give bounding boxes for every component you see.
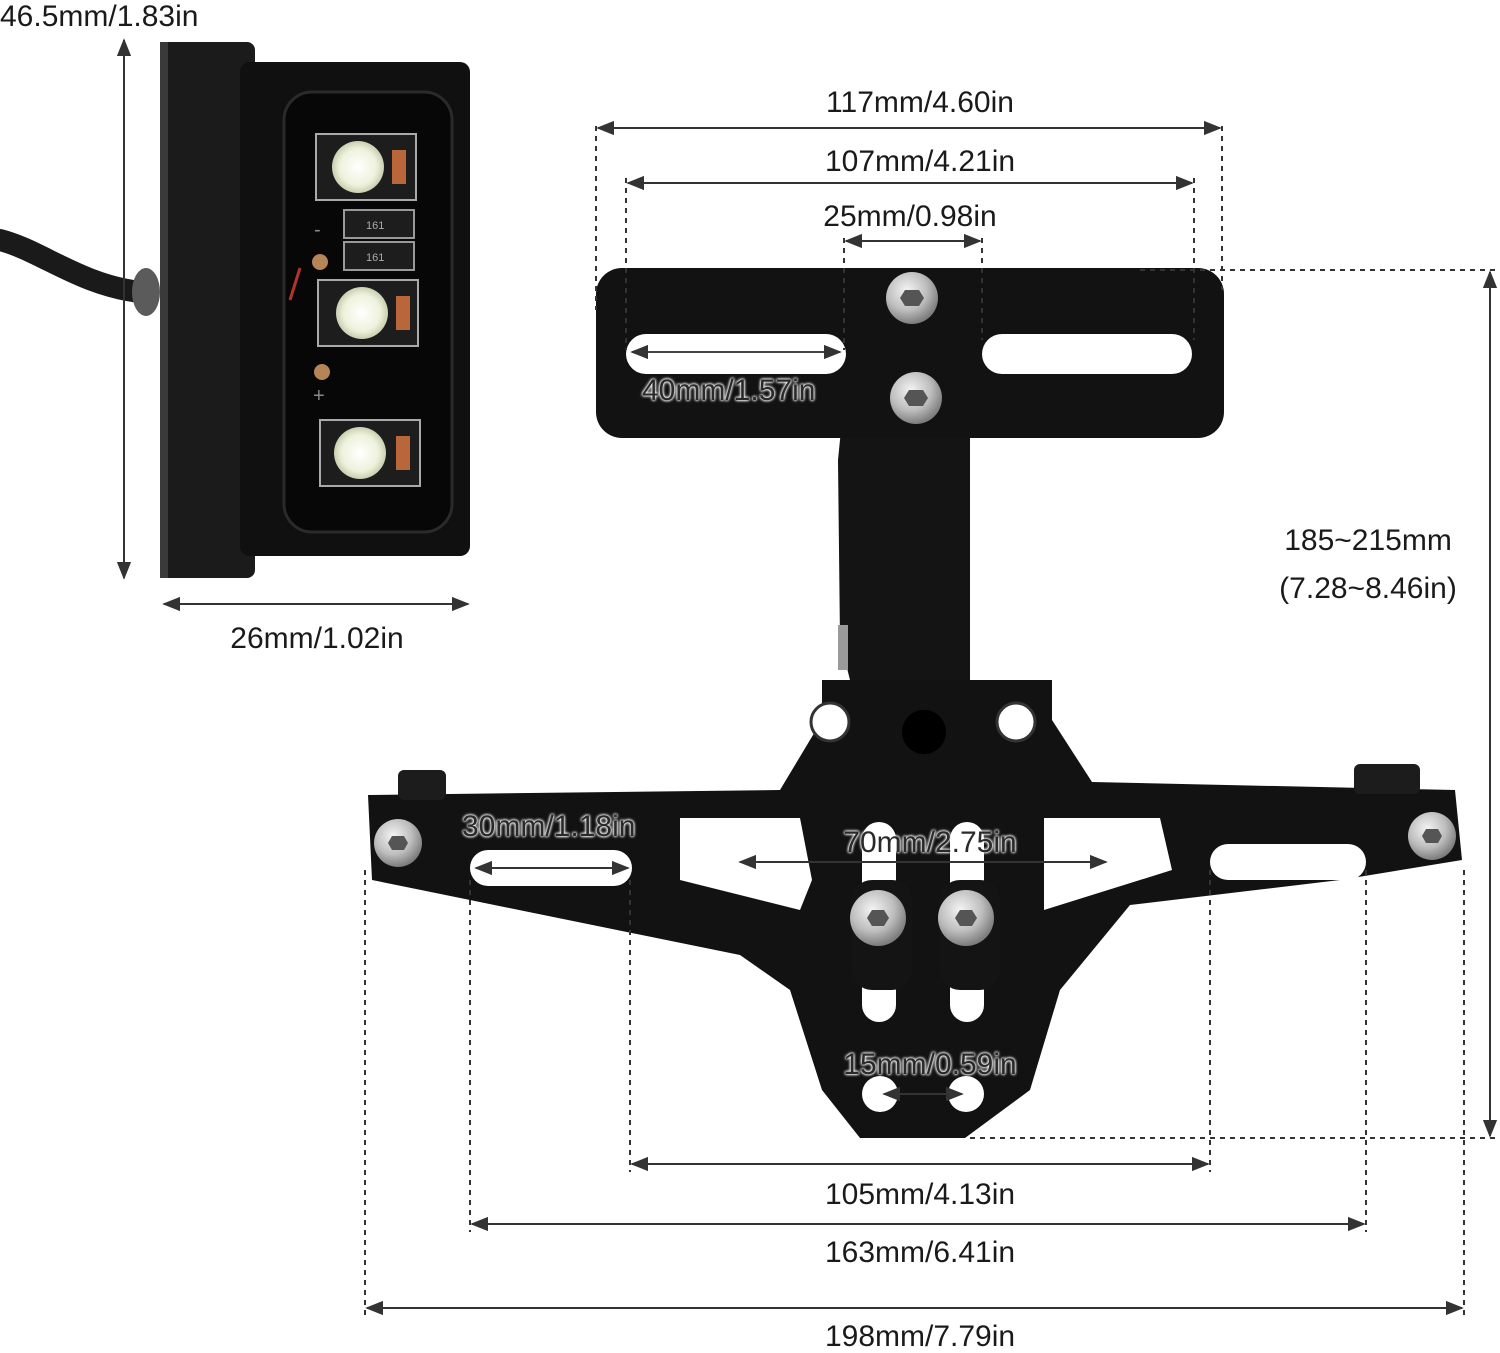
top-slot-left [626, 334, 846, 374]
cable-grommet [132, 268, 160, 316]
center-slot-span-label: 70mm/2.75in [843, 826, 1017, 859]
led-bulb [336, 287, 388, 339]
chip-label: 161 [366, 252, 384, 264]
total-width-label: 198mm/7.79in [824, 1320, 1016, 1353]
height-range-mm-label: 185~215mm [1284, 524, 1452, 557]
power-cable [0, 229, 151, 303]
mount-hole [995, 701, 1037, 743]
plate-window-right [1044, 818, 1172, 910]
top-slot-span-label: 107mm/4.21in [824, 145, 1016, 178]
bracket-arm [838, 420, 970, 680]
bottom-hole [862, 1076, 898, 1112]
top-mount-plate [596, 268, 1224, 438]
top-plate-width-label: 117mm/4.60in [826, 86, 1014, 119]
inner-slot-span-label: 105mm/4.13in [824, 1178, 1016, 1211]
height-range-in-label: (7.28~8.46in) [1279, 572, 1457, 605]
led-bulb [332, 141, 384, 193]
led-light-unit: 161 161 - + [0, 42, 470, 578]
plus-label: + [313, 385, 325, 407]
top-slot-length-label: 40mm/1.57in [642, 374, 816, 407]
top-slot-right [982, 334, 1192, 374]
minus-label: - [314, 219, 321, 241]
light-depth-label: 26mm/1.02in [230, 622, 404, 655]
side-slot-right [1210, 844, 1366, 880]
mount-hole [902, 710, 946, 754]
outer-slot-span-label: 163mm/6.41in [824, 1236, 1016, 1269]
bottom-slot-length-label: 30mm/1.18in [462, 810, 636, 843]
led-bulb [334, 427, 386, 479]
license-plate-bracket [368, 268, 1462, 1138]
dimension-lines [116, 38, 1498, 1318]
top-center-gap-label: 25mm/0.98in [823, 200, 997, 233]
main-plate [368, 680, 1462, 1138]
bottom-hole-gap-label: 15mm/0.59in [843, 1048, 1017, 1081]
mount-hole [809, 701, 851, 743]
light-height-label: 46.5mm/1.83in [0, 0, 199, 33]
chip-label: 161 [366, 220, 384, 232]
light-housing-side [160, 42, 255, 578]
bottom-hole [948, 1076, 984, 1112]
